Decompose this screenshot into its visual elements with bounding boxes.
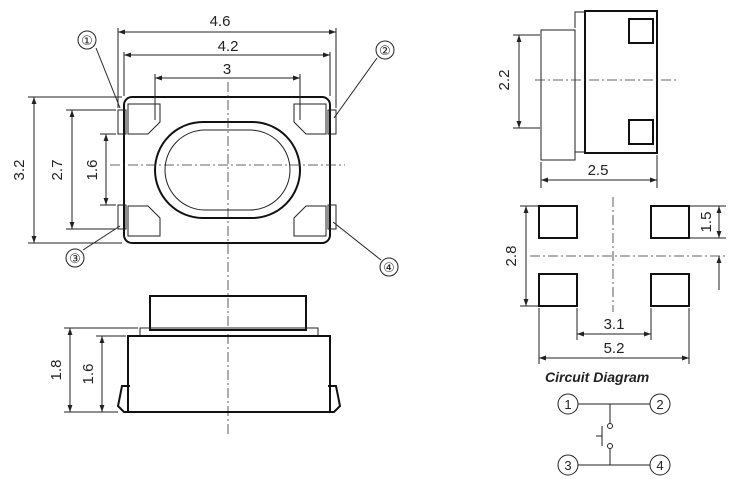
- dim-total-height: 1.8: [48, 360, 65, 381]
- corner-tab-tr: [293, 103, 327, 135]
- side-view-step-bottom: [574, 140, 585, 153]
- corner-tab-br: [293, 205, 327, 237]
- dim-side-width: 2.5: [588, 162, 609, 179]
- terminal-2: [327, 109, 337, 135]
- dim-side-height: 2.2: [496, 70, 513, 91]
- side-view: 2.2 2.5: [496, 10, 676, 188]
- pin-callout-1: [77, 30, 97, 50]
- terminal-1: [117, 109, 127, 135]
- front-view-body: [127, 335, 331, 413]
- dim-button-width: 3: [223, 61, 231, 78]
- actuator-oval-outer: [154, 121, 301, 219]
- pin-callout-3: [65, 248, 85, 268]
- side-view-actuator: [540, 29, 576, 161]
- circuit-pin-4-label: 4: [656, 458, 663, 473]
- footprint-pad-3: [538, 273, 578, 307]
- front-view-leg-right: [318, 385, 342, 413]
- terminal-4: [327, 204, 337, 230]
- terminal-3: [117, 204, 127, 230]
- dim-row-spacing: 2.8: [503, 246, 520, 267]
- pin-callout-4-label: ④: [383, 260, 395, 275]
- pin-callout-1-label: ①: [81, 33, 93, 48]
- circuit-pin-2: [649, 393, 671, 415]
- dim-body-height: 2.7: [49, 160, 66, 181]
- dim-body-width: 4.2: [218, 38, 239, 55]
- front-view-actuator: [149, 295, 307, 331]
- side-view-terminal-top: [628, 18, 654, 44]
- circuit-diagram-title: Circuit Diagram: [545, 369, 649, 385]
- switch-body-outline: [123, 96, 331, 244]
- dim-inner-gap: 3.1: [604, 316, 625, 333]
- circuit-pin-4: [649, 454, 671, 476]
- dim-overall-width: 4.6: [210, 13, 231, 30]
- footprint-pad-4: [650, 273, 690, 307]
- pin-callout-2: [375, 40, 395, 60]
- dim-overall-height: 3.2: [11, 160, 28, 181]
- front-view-leg-left: [116, 385, 140, 413]
- circuit-diagram: Circuit Diagram 1 2 3 4: [545, 369, 671, 476]
- footprint-pad-1: [538, 205, 578, 239]
- pin-callout-2-label: ②: [379, 43, 391, 58]
- switch-contact-bottom: [607, 443, 613, 449]
- switch-contact-top: [607, 423, 613, 429]
- dim-outer-width: 5.2: [604, 340, 625, 357]
- pin-callout-4: [379, 257, 399, 277]
- circuit-pin-1-label: 1: [564, 397, 571, 412]
- front-view: 1.8 1.6: [48, 295, 342, 413]
- dim-pad-width: 1.5: [698, 212, 715, 233]
- side-view-step-top: [574, 11, 585, 28]
- side-view-terminal-bottom: [628, 119, 654, 145]
- dim-body-height-front: 1.6: [80, 364, 97, 385]
- actuator-oval-inner: [164, 129, 291, 211]
- circuit-pin-3: [557, 454, 579, 476]
- top-view: 4.6 4.2 3 3.2 2.7 1.6 ① ② ③: [11, 13, 399, 435]
- circuit-pin-3-label: 3: [564, 458, 571, 473]
- circuit-pin-1: [557, 393, 579, 415]
- pcb-footprint: 1.5 2.8 3.1 5.2: [503, 197, 726, 364]
- side-view-body: [584, 10, 658, 154]
- pin-callout-3-label: ③: [69, 251, 81, 266]
- corner-tab-bl: [127, 205, 161, 237]
- dim-button-height: 1.6: [84, 160, 101, 181]
- footprint-pad-2: [650, 205, 690, 239]
- circuit-pin-2-label: 2: [656, 397, 663, 412]
